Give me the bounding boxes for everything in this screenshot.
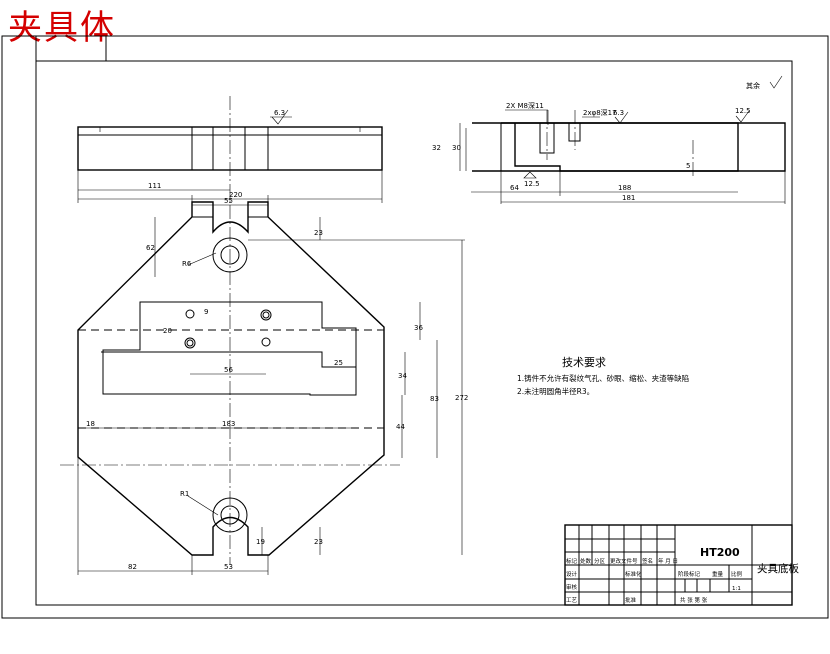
dim-plan-9: 9 xyxy=(204,308,208,316)
front-view: 6.3 111 220 xyxy=(77,96,383,205)
tb-label-sheets: 共 张 第 张 xyxy=(680,596,708,604)
dim-side-181: 181 xyxy=(622,194,635,202)
dim-plan-r6: R6 xyxy=(182,260,192,268)
tb-label-design: 设计 xyxy=(566,570,578,578)
dim-plan-272: 272 xyxy=(455,394,468,402)
dim-plan-34: 34 xyxy=(398,372,407,380)
dim-plan-36: 36 xyxy=(414,324,423,332)
tech-line2: 2.未注明圆角半径R3。 xyxy=(517,386,594,396)
tech-requirements: 技术要求 1.铸件不允许有裂纹气孔、砂眼、缩松、夹渣等缺陷 2.未注明圆角半径R… xyxy=(517,356,689,396)
tb-scale: 1:1 xyxy=(732,586,741,592)
dim-plan-62: 62 xyxy=(146,244,155,252)
note-m8: 2X M8深11 xyxy=(506,101,544,110)
dim-plan-83: 83 xyxy=(430,395,439,403)
tb-label-approve: 批准 xyxy=(625,596,637,604)
tb-label-review: 审核 xyxy=(566,583,578,591)
drawing-title: 夹具体 xyxy=(8,8,116,48)
tb-label-weight: 重量 xyxy=(712,570,724,578)
dim-front-220: 220 xyxy=(229,191,242,199)
tb-material: HT200 xyxy=(700,546,740,559)
dim-side-64: 64 xyxy=(510,184,519,192)
rough-front: 6.3 xyxy=(274,109,285,117)
plan-view: 55 62 23 9 20 36 56 25 34 83 272 18 183 … xyxy=(60,195,468,575)
dim-plan-55: 55 xyxy=(224,197,233,205)
note-d8: 2xφ8深17 xyxy=(583,108,617,117)
tb-label-change: 更改文件号 xyxy=(610,557,638,565)
dim-plan-23-top: 23 xyxy=(314,229,323,237)
dim-side-30: 30 xyxy=(452,144,461,152)
dim-plan-25: 25 xyxy=(334,359,343,367)
dim-plan-19: 19 xyxy=(256,538,265,546)
tb-label-zone: 分区 xyxy=(594,557,606,565)
dim-side-188: 188 xyxy=(618,184,631,192)
dim-plan-23-bottom: 23 xyxy=(314,538,323,546)
dim-plan-82: 82 xyxy=(128,563,137,571)
outer-frame xyxy=(1,35,829,619)
tb-label-ratio: 比例 xyxy=(731,570,743,578)
tb-label-count: 处数 xyxy=(580,557,592,565)
dim-plan-183: 183 xyxy=(222,420,235,428)
tb-label-craft: 工艺 xyxy=(566,597,578,604)
rough-side-a: 6.3 xyxy=(613,109,624,117)
dim-front-111: 111 xyxy=(148,182,161,190)
title-block: HT200 夹具底板 1:1 标记 处数 分区 更改文件号 签名 年 月 日 设… xyxy=(564,524,799,606)
rough-side-bottom: 12.5 xyxy=(524,180,540,188)
inner-frame xyxy=(35,60,793,606)
tb-label-sign: 签名 xyxy=(642,557,653,565)
dim-plan-20: 20 xyxy=(163,327,172,335)
dim-plan-18: 18 xyxy=(86,420,95,428)
tb-label-stage: 阶段标记 xyxy=(678,570,701,578)
tb-part-name: 夹具底板 xyxy=(757,562,799,575)
dim-plan-56: 56 xyxy=(224,366,233,374)
tech-line1: 1.铸件不允许有裂纹气孔、砂眼、缩松、夹渣等缺陷 xyxy=(517,373,689,383)
frame-tab xyxy=(35,36,107,62)
tech-heading: 技术要求 xyxy=(562,356,606,369)
tb-label-mark: 标记 xyxy=(566,557,578,565)
rough-side-b: 12.5 xyxy=(735,107,751,115)
dim-side-32: 32 xyxy=(432,144,441,152)
dim-plan-r1: R1 xyxy=(180,490,189,498)
tb-label-standard: 标准化 xyxy=(625,570,642,578)
tb-label-date: 年 月 日 xyxy=(658,557,678,565)
dim-plan-53: 53 xyxy=(224,563,233,571)
dim-plan-44: 44 xyxy=(396,423,405,431)
side-section-view: 32 30 64 188 181 5 2X M8深11 2xφ8深17 6.3 … xyxy=(432,75,786,204)
rough-rest-label: 其余 xyxy=(746,81,760,90)
dim-side-5: 5 xyxy=(686,162,690,170)
